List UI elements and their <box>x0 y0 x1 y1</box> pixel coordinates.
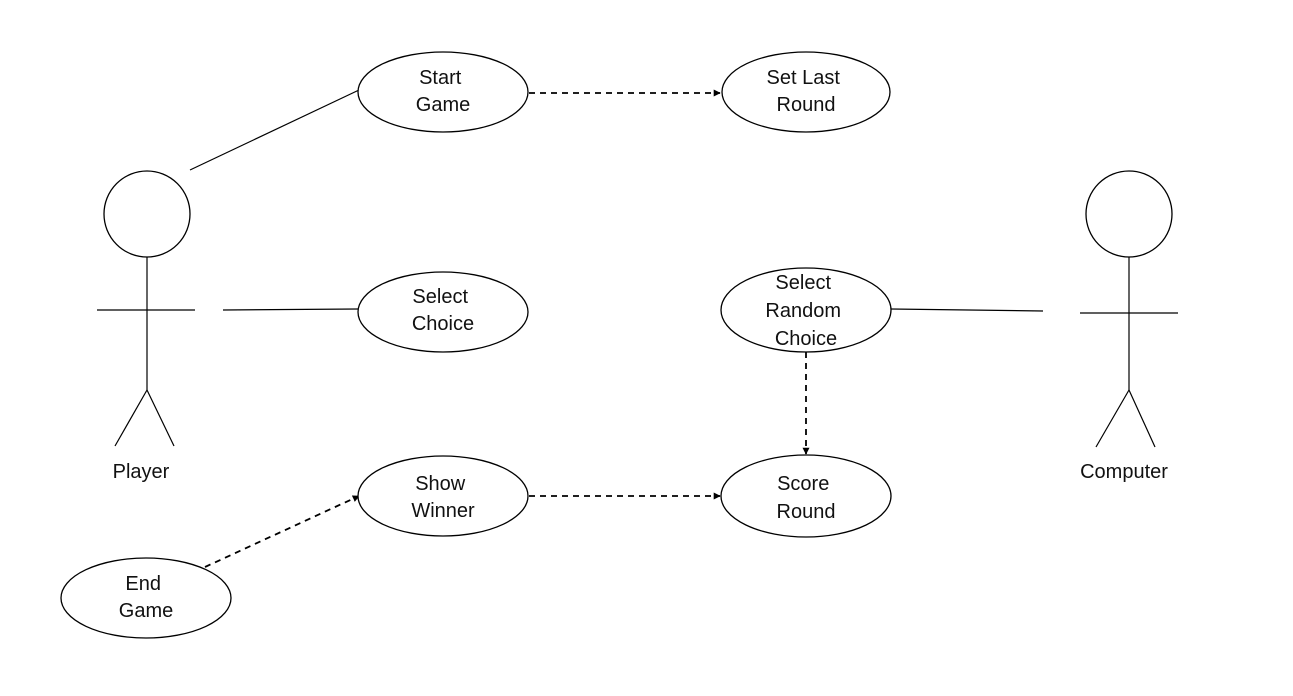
association-player-select-choice <box>222 308 359 311</box>
computer-right-leg <box>1128 389 1156 448</box>
score-round-label: Score Round <box>777 473 836 523</box>
select-choice-ellipse <box>357 271 529 353</box>
use-case-score-round: Score Round <box>720 454 892 538</box>
use-case-end-game: End Game <box>60 557 232 639</box>
start-game-ellipse <box>357 51 529 133</box>
association-player-start-game <box>189 89 360 171</box>
select-choice-label: Select Choice <box>412 286 474 335</box>
association-computer-select-random-choice <box>890 308 1044 312</box>
dependency-end-game-to-show-winner <box>204 495 360 568</box>
end-game-label: End Game <box>119 573 173 622</box>
start-game-label: Start Game <box>416 67 470 116</box>
player-right-leg <box>146 389 175 447</box>
set-last-round-ellipse <box>721 51 891 133</box>
show-winner-label: Show Winner <box>411 473 475 522</box>
show-winner-ellipse <box>357 455 529 537</box>
use-case-show-winner: Show Winner <box>357 455 529 537</box>
use-case-select-choice: Select Choice <box>357 271 529 353</box>
actor-computer: Computer <box>1080 170 1178 483</box>
player-left-leg <box>114 389 148 447</box>
player-head <box>103 170 191 258</box>
score-round-ellipse <box>720 454 892 538</box>
end-game-ellipse <box>60 557 232 639</box>
use-case-select-random-choice: Select Random Choice <box>720 267 892 353</box>
select-random-choice-ellipse <box>720 267 892 353</box>
player-label: Player <box>113 461 170 483</box>
use-case-start-game: Start Game <box>357 51 529 133</box>
select-random-choice-label: Select Random Choice <box>765 272 846 350</box>
set-last-round-label: Set Last Round <box>767 67 846 116</box>
computer-left-leg <box>1095 389 1130 448</box>
use-case-set-last-round: Set Last Round <box>721 51 891 133</box>
computer-head <box>1085 170 1173 258</box>
actor-player: Player <box>97 170 195 483</box>
computer-label: Computer <box>1080 461 1168 483</box>
